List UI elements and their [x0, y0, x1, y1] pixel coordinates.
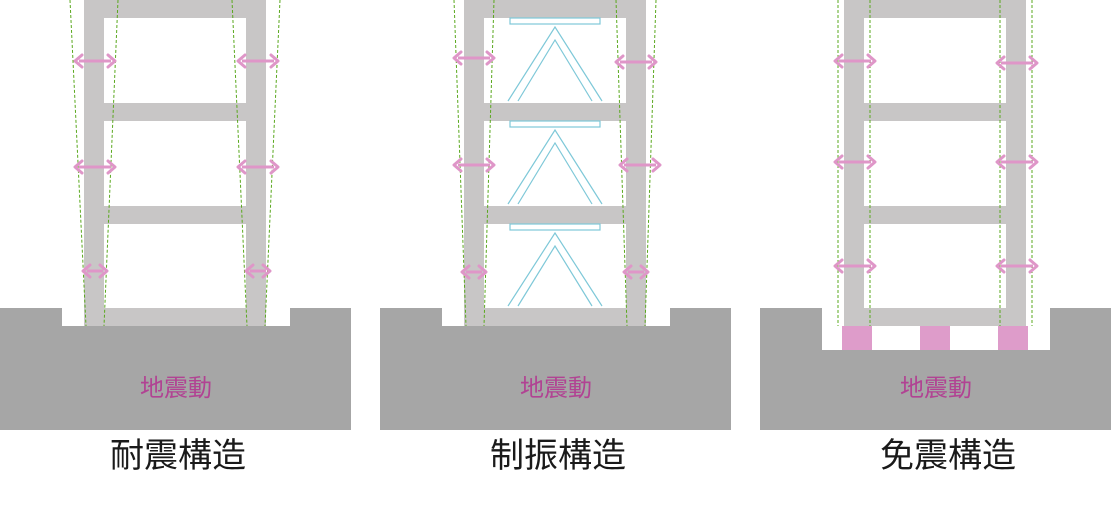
double-arrow-icon	[244, 263, 272, 279]
double-arrow-icon	[236, 159, 280, 175]
ground-motion-label: 地震動	[900, 374, 972, 402]
ground-motion-label: 地震動	[140, 374, 212, 402]
panel-seismic-isolation: 地震動 免震構造	[760, 0, 1111, 508]
building-frame	[84, 0, 266, 326]
vibration-control-diagram	[380, 0, 731, 430]
double-arrow-icon	[81, 263, 109, 279]
double-arrow-icon	[833, 258, 877, 274]
ground-motion-label: 地震動	[520, 374, 592, 402]
double-arrow-icon	[995, 258, 1039, 274]
seismic-resistant-diagram	[0, 0, 351, 430]
damper-braces	[507, 17, 603, 307]
seismic-isolation-diagram	[760, 0, 1111, 430]
double-arrow-icon	[995, 55, 1039, 71]
double-arrow-icon	[452, 157, 496, 173]
panel-vibration-control: 地震動 制振構造	[380, 0, 750, 508]
vibration-arrows	[452, 50, 662, 280]
vibration-arrows	[73, 53, 280, 279]
double-arrow-icon	[236, 53, 280, 69]
double-arrow-icon	[614, 54, 658, 70]
ground	[380, 308, 731, 430]
double-arrow-icon	[995, 154, 1039, 170]
caption-vibration-control: 制振構造	[490, 436, 626, 476]
double-arrow-icon	[452, 50, 496, 66]
double-arrow-icon	[73, 53, 117, 69]
ground	[0, 308, 351, 430]
double-arrow-icon	[833, 53, 877, 69]
deflection-lines	[453, 0, 657, 327]
double-arrow-icon	[460, 264, 488, 280]
caption-seismic-isolation: 免震構造	[880, 436, 1016, 476]
panel-seismic-resistant: 地震動 耐震構造	[0, 0, 370, 508]
base-isolators	[842, 326, 1028, 350]
double-arrow-icon	[73, 159, 117, 175]
double-arrow-icon	[618, 157, 662, 173]
ground	[760, 308, 1111, 430]
caption-seismic-resistant: 耐震構造	[110, 436, 246, 476]
double-arrow-icon	[622, 264, 650, 280]
vibration-arrows	[833, 53, 1039, 274]
building-frame	[464, 0, 646, 326]
double-arrow-icon	[833, 154, 877, 170]
